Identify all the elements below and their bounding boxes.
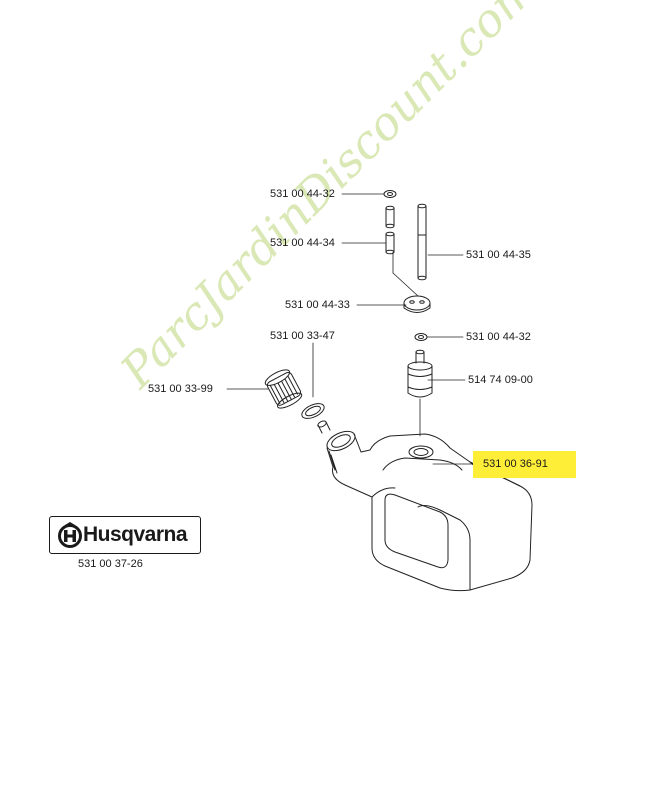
grommet	[403, 295, 431, 313]
label-washer-mid: 531 00 44-32	[466, 331, 531, 343]
fuel-hose-short	[385, 205, 395, 255]
label-fuel-cap: 531 00 33-99	[148, 383, 213, 395]
brand-name: Husqvarna	[83, 523, 188, 546]
label-washer-top: 531 00 44-32	[270, 188, 335, 200]
husqvarna-crown-emblem-icon	[58, 522, 82, 548]
label-hose-long: 531 00 44-35	[466, 249, 531, 261]
fuel-cap	[264, 369, 303, 409]
leader-lines	[226, 193, 474, 465]
fuel-filter	[407, 349, 433, 398]
cap-gasket	[301, 403, 325, 419]
tank-label-highlight	[473, 451, 576, 478]
label-hose-short: 531 00 44-34	[270, 237, 335, 249]
washer-mid	[414, 333, 428, 341]
fuel-hose-long	[417, 203, 427, 281]
label-fuel-filter: 514 74 09-00	[468, 374, 533, 386]
brand-logo: Husqvarna	[49, 516, 201, 554]
washer-top	[383, 190, 397, 198]
diagram-code: 531 00 37-26	[78, 558, 143, 570]
gasket-pin	[317, 420, 331, 434]
fuel-tank	[326, 430, 533, 592]
label-cap-gasket: 531 00 33-47	[270, 330, 335, 342]
label-grommet: 531 00 44-33	[285, 299, 350, 311]
label-fuel-tank: 531 00 36-91	[483, 458, 548, 470]
